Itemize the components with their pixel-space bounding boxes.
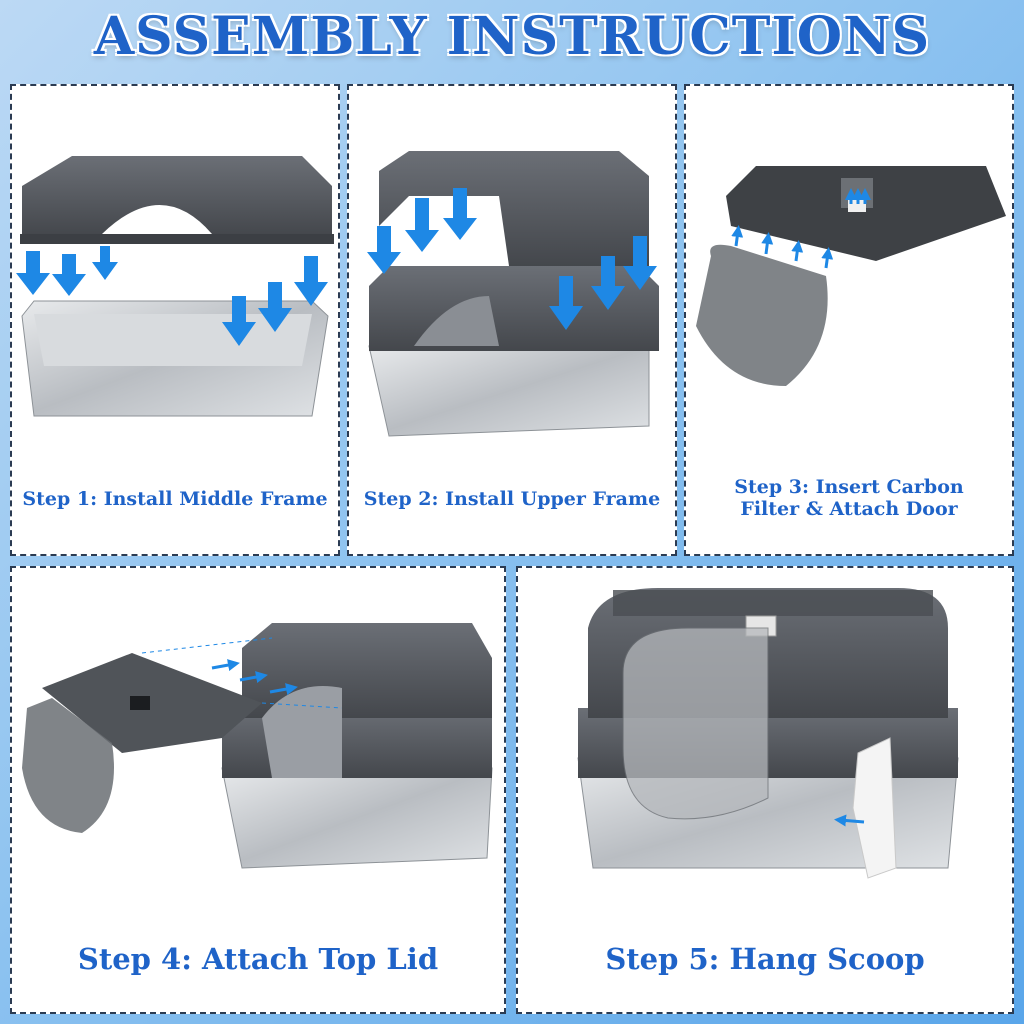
step-3-illustration <box>696 166 1006 386</box>
step-4-caption: Step 4: Attach Top Lid <box>77 942 439 976</box>
step-2-illustration <box>367 151 659 437</box>
down-arrows <box>367 188 657 330</box>
step-1-panel: Step 1: Install Middle Frame <box>10 84 340 556</box>
down-arrows <box>16 246 328 346</box>
left-arrow <box>834 814 865 827</box>
right-arrows <box>211 659 298 695</box>
step-5-panel: Step 5: Hang Scoop <box>516 566 1014 1014</box>
step-1-caption: Step 1: Install Middle Frame <box>22 488 328 510</box>
step-2-caption: Step 2: Install Upper Frame <box>363 488 661 510</box>
step-4-illustration <box>22 623 493 869</box>
step-1-illustration <box>16 156 334 417</box>
step-3-caption-line-2: Filter & Attach Door <box>740 498 958 520</box>
step-2-panel: Step 2: Install Upper Frame <box>347 84 677 556</box>
step-4-panel: Step 4: Attach Top Lid <box>10 566 506 1014</box>
step-3-caption: Step 3: Insert Carbon Filter & Attach Do… <box>686 476 1012 520</box>
step-5-illustration <box>577 588 959 879</box>
step-3-panel: Step 3: Insert Carbon Filter & Attach Do… <box>684 84 1014 556</box>
step-5-caption: Step 5: Hang Scoop <box>605 942 925 976</box>
page-title: ASSEMBLY INSTRUCTIONS <box>93 6 931 67</box>
step-3-caption-line-1: Step 3: Insert Carbon <box>734 476 964 498</box>
up-arrows <box>731 188 871 269</box>
